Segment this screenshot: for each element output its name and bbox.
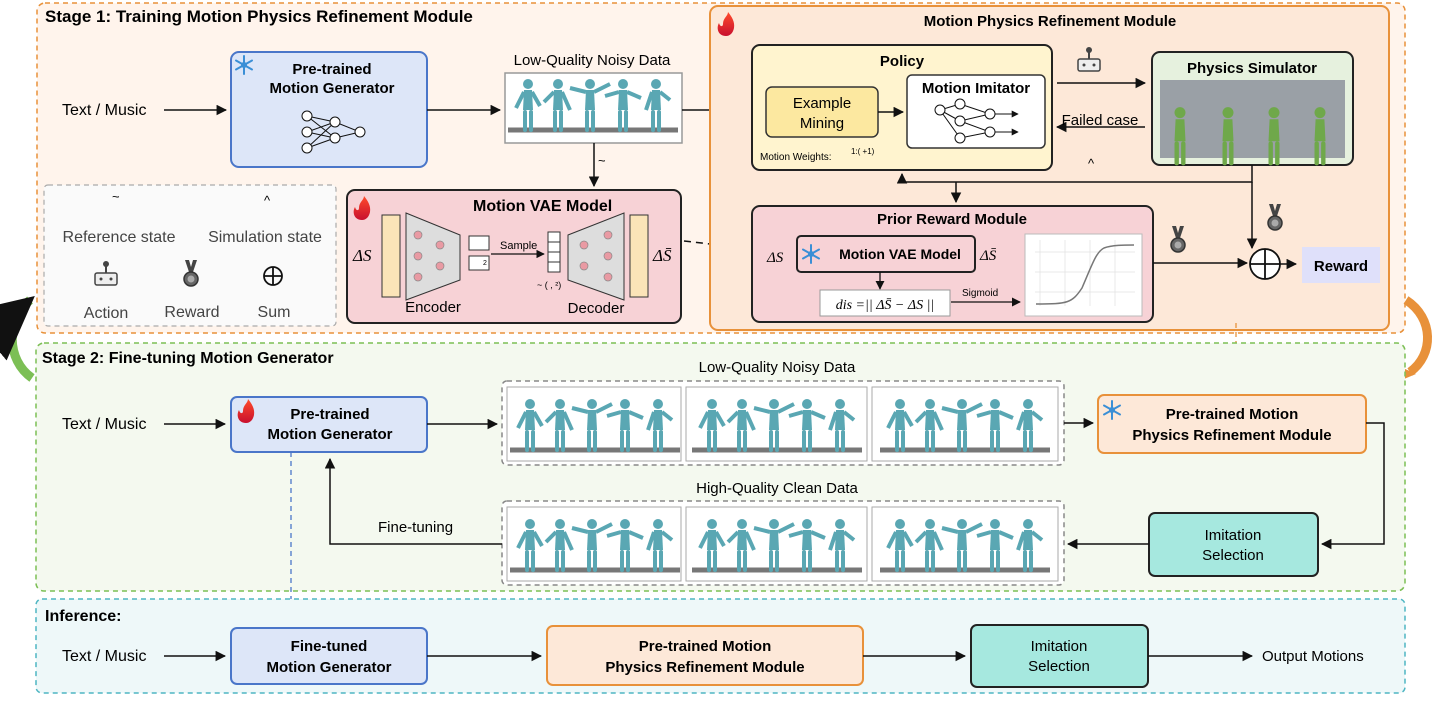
sigmoid-label: Sigmoid [962, 288, 998, 299]
sigma-sq: 2 [483, 260, 487, 267]
decoder-nodes [579, 230, 613, 282]
latent-vector [547, 231, 561, 273]
decoder-label: Decoder [568, 300, 625, 317]
stage2-refine-line1: Pre-trained Motion [1166, 406, 1299, 423]
legend-simulation: Simulation state [208, 229, 322, 246]
stage1-noisy-label: Low-Quality Noisy Data [514, 52, 671, 69]
stage2-generator-line2: Motion Generator [267, 426, 392, 443]
output-motions-label: Output Motions [1262, 648, 1364, 665]
reward-label: Reward [1314, 258, 1368, 275]
legend-reference: Reference state [63, 229, 176, 246]
loop-arrow-left [0, 295, 35, 382]
physics-simulator-title: Physics Simulator [1187, 60, 1317, 77]
sigmoid-plot [1024, 233, 1143, 317]
stage2-selection-line1: Imitation [1205, 527, 1262, 544]
sigma-box [468, 255, 490, 271]
loop-arrow-right [1403, 296, 1432, 376]
sample-label: Sample [500, 240, 537, 252]
legend-hat: ^ [264, 193, 271, 208]
encoder-label: Encoder [405, 299, 461, 316]
inference-input-label: Text / Music [62, 648, 146, 665]
stage2-input-label: Text / Music [62, 416, 146, 433]
legend-box [43, 184, 337, 327]
example-mining-line1: Example [793, 95, 851, 112]
inference-title: Inference: [45, 608, 121, 625]
stage2-refine-line2: Physics Refinement Module [1132, 427, 1331, 444]
sum-icon [263, 266, 283, 286]
decoder-output-bar [629, 214, 649, 298]
stage2-clean-label: High-Quality Clean Data [696, 480, 858, 497]
motion-weights-label: Motion Weights: [760, 152, 832, 163]
distance-formula: dis =|| ΔS̄ − ΔS || [836, 298, 935, 313]
hat-mark: ^ [1088, 156, 1095, 171]
legend-reward: Reward [164, 304, 219, 321]
stage1-generator-line2: Motion Generator [269, 80, 394, 97]
legend-sum: Sum [258, 304, 291, 321]
mprm-title: Motion Physics Refinement Module [924, 13, 1177, 30]
simulator-scene [1160, 80, 1345, 158]
prior-vae-box[interactable] [796, 235, 976, 273]
legend-tilde: ~ [112, 189, 120, 204]
inference-generator-line2: Motion Generator [266, 659, 391, 676]
motion-weights-expr: 1:( +1) [851, 147, 875, 156]
motion-imitator-box[interactable] [906, 74, 1046, 149]
sum-node [1249, 248, 1281, 280]
reward-box [1302, 247, 1380, 283]
prior-reward-title: Prior Reward Module [877, 211, 1027, 228]
inference-selection-line2: Selection [1028, 658, 1090, 675]
stage2-noisy-label: Low-Quality Noisy Data [699, 359, 856, 376]
failed-case-label: Failed case [1062, 112, 1139, 129]
mu-box [468, 235, 490, 251]
prior-delta-out: ΔS̄ [979, 248, 997, 264]
tilde-mark: ~ [598, 153, 606, 168]
motion-imitator-title: Motion Imitator [922, 80, 1030, 97]
inference-refine-line2: Physics Refinement Module [605, 659, 804, 676]
encoder-input-bar [381, 214, 401, 298]
sigmoid-grid [1035, 240, 1135, 306]
vae-delta-in: ΔS [352, 246, 372, 265]
stage1-generator-line1: Pre-trained [292, 61, 371, 78]
noise-formula: ~ ( , ²) [537, 280, 561, 290]
stage2-title: Stage 2: Fine-tuning Motion Generator [42, 350, 334, 367]
inference-selection-box [970, 624, 1149, 688]
sigmoid-curve [1035, 244, 1135, 305]
stage2-refine-box [1097, 394, 1367, 454]
inference-selection-line1: Imitation [1031, 638, 1088, 655]
inference-refine-line1: Pre-trained Motion [639, 638, 772, 655]
vae-title: Motion VAE Model [473, 198, 612, 215]
example-mining-line2: Mining [800, 115, 844, 132]
stage2-selection-box [1148, 512, 1319, 577]
stage1-title: Stage 1: Training Motion Physics Refinem… [45, 7, 473, 26]
stage2-generator-line1: Pre-trained [290, 406, 369, 423]
encoder-nodes [413, 230, 445, 282]
prior-vae-label: Motion VAE Model [839, 246, 961, 262]
legend-action: Action [84, 305, 128, 322]
stage1-input-label: Text / Music [62, 102, 146, 119]
policy-title: Policy [880, 53, 925, 70]
network-icon [301, 110, 366, 154]
prior-delta-in: ΔS [766, 250, 784, 266]
imitator-network-icon [934, 98, 1019, 144]
stage2-selection-line2: Selection [1202, 547, 1264, 564]
inference-generator-line1: Fine-tuned [291, 638, 368, 655]
vae-delta-out: ΔS̄ [652, 246, 672, 265]
distance-formula-box [819, 289, 951, 317]
inference-refine-box [546, 625, 864, 686]
finetuning-label: Fine-tuning [378, 519, 453, 536]
